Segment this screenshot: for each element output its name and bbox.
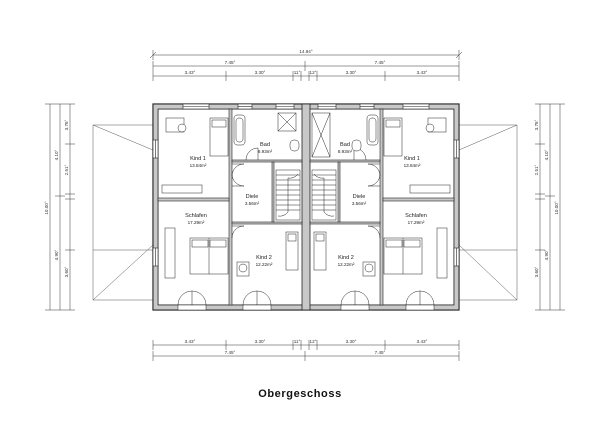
room-name-kind1-left: Kind 1 (190, 156, 206, 162)
dim-bottom-left-b: 3.30° (255, 339, 266, 344)
roof-outline (92, 124, 518, 301)
room-area-kind2-right: 12.22m² (338, 262, 355, 267)
dim-half-left: 7.45° (225, 60, 236, 65)
room-area-kind2-left: 12.22m² (256, 262, 273, 267)
dim-half-right: 7.45° (375, 60, 386, 65)
floor-title: Obergeschoss (258, 388, 342, 400)
party-wall (301, 103, 311, 311)
dim-right-mid: 4.10° (544, 149, 549, 160)
room-area-kind1-left: 13.84m² (190, 163, 207, 168)
room-name-kind2-right: Kind 2 (338, 255, 354, 261)
dim-bottom-small: 11° (294, 339, 301, 344)
bottom-dimension-chain (152, 340, 460, 361)
room-name-schlafen-right: Schlafen (405, 213, 427, 219)
furniture-left (161, 117, 299, 279)
room-name-schlafen-left: Schlafen (185, 213, 207, 219)
dim-seg-left-b: 3.30° (255, 70, 266, 75)
dim-bottom-left-a: 3.43° (185, 339, 196, 344)
dim-seg-small: 11° (294, 70, 301, 75)
right-dimension-chain (535, 103, 565, 311)
dim-bottom-right-a: 3.43° (417, 339, 428, 344)
dim-bottom-small2: 12° (310, 339, 317, 344)
dim-bottom-right-b: 3.30° (346, 339, 357, 344)
room-area-schlafen-left: 17.29m² (188, 220, 205, 225)
left-dimension-chain (45, 103, 75, 311)
dim-left-upper: 3.76° (64, 119, 69, 130)
bathroom-fixtures-right (311, 112, 379, 158)
room-area-diele-right: 3.56m² (352, 201, 367, 206)
dim-seg-small2: 12° (310, 70, 317, 75)
room-area-bad-left: 8.93m² (258, 149, 273, 154)
dim-left-low: 4.90° (54, 249, 59, 260)
dim-bottom-half-left: 7.45° (225, 350, 236, 355)
dim-left-mid: 4.10° (54, 149, 59, 160)
dim-right-low2: 3.60° (534, 266, 539, 277)
dim-left-total: 10.00° (44, 201, 49, 214)
dim-overall: 14.94° (299, 49, 312, 54)
dim-right-upper: 3.76° (534, 119, 539, 130)
room-area-kind1-right: 13.84m² (404, 163, 421, 168)
dim-seg-left-a: 3.43° (185, 70, 196, 75)
dim-seg-right-a: 3.43° (417, 70, 428, 75)
furniture-right (313, 117, 451, 279)
interior-walls-left (157, 108, 303, 306)
dim-right-total: 10.00° (554, 201, 559, 214)
dim-left-mid2: 2.51° (64, 164, 69, 175)
room-area-schlafen-right: 17.29m² (408, 220, 425, 225)
dim-bottom-half-right: 7.45° (375, 350, 386, 355)
room-name-kind2-left: Kind 2 (256, 255, 272, 261)
interior-walls-right (309, 108, 455, 306)
room-name-diele-right: Diele (353, 194, 366, 200)
room-name-bad-left: Bad (260, 142, 270, 148)
dim-right-low: 4.90° (544, 249, 549, 260)
dim-seg-right-b: 3.30° (346, 70, 357, 75)
dim-left-low2: 3.60° (64, 266, 69, 277)
room-area-bad-right: 8.93m² (338, 149, 353, 154)
staircase-right (311, 169, 337, 221)
room-name-diele-left: Diele (246, 194, 259, 200)
room-name-kind1-right: Kind 1 (404, 156, 420, 162)
bathroom-fixtures-left (233, 112, 300, 152)
top-dimension-chain (149, 50, 463, 81)
staircase-left (275, 169, 301, 221)
windows (152, 103, 460, 267)
balcony-doors (177, 290, 435, 311)
room-name-bad-right: Bad (340, 142, 350, 148)
dim-right-mid2: 2.51° (534, 164, 539, 175)
room-area-diele-left: 3.56m² (245, 201, 260, 206)
